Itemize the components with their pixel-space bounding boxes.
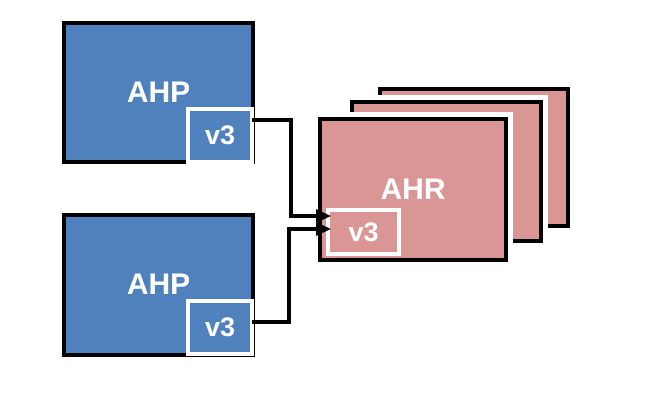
node-ahr-version-box: v3 — [326, 208, 401, 256]
node-ahr-label: AHR — [380, 172, 446, 206]
connector-ahp-bottom-to-ahr — [252, 227, 317, 324]
node-ahp-top-label: AHP — [126, 75, 191, 109]
node-ahr-version-label: v3 — [348, 216, 379, 247]
node-ahp-top-version-label: v3 — [204, 120, 236, 150]
connector-ahp-top-to-ahr — [252, 118, 317, 218]
node-ahp-bottom-label: AHP — [126, 268, 191, 301]
node-ahp-bottom: AHP v3 — [62, 213, 255, 357]
node-ahp-top: AHP v3 — [62, 21, 255, 164]
node-ahp-top-version-box: v3 — [186, 107, 254, 164]
node-ahp-bottom-version-box: v3 — [186, 299, 254, 356]
node-ahr-front: AHR v3 — [318, 117, 508, 262]
node-ahp-bottom-version-label: v3 — [204, 312, 236, 342]
